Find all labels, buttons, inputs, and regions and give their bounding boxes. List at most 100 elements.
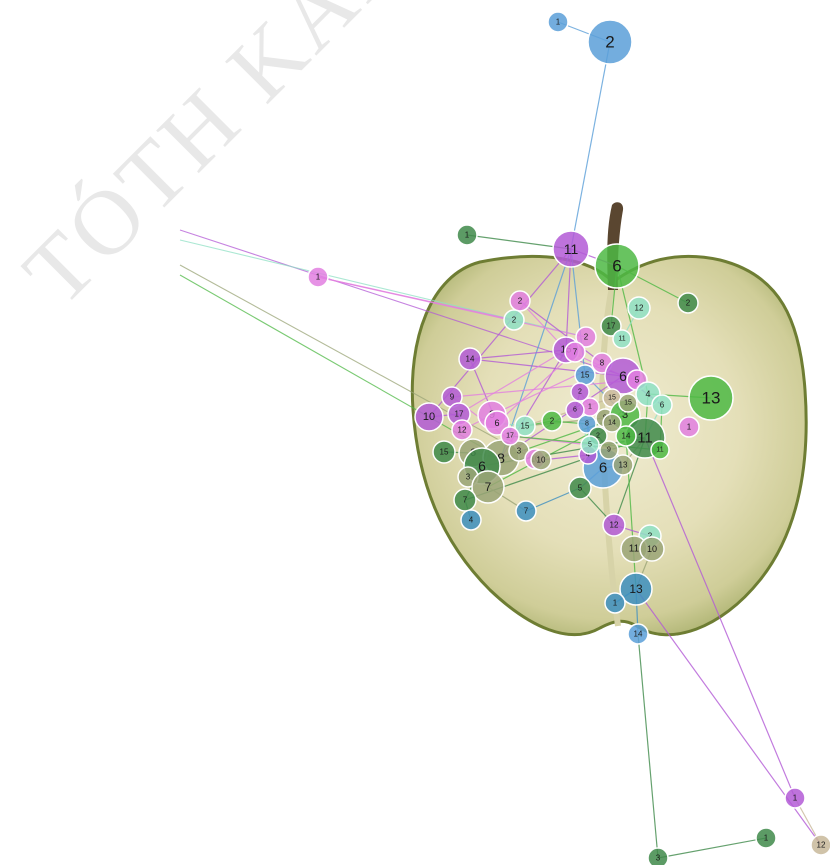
node-label: 15 — [624, 400, 632, 407]
node-label: 12 — [458, 426, 467, 435]
node-label: 3 — [656, 854, 661, 863]
node-label: 12 — [635, 304, 644, 313]
node-label: 6 — [494, 418, 499, 428]
node-label: 11 — [629, 544, 640, 555]
network-node[interactable]: 6 — [595, 244, 639, 288]
node-label: 17 — [607, 322, 616, 331]
node-label: 6 — [619, 368, 627, 384]
node-label: 1 — [613, 599, 618, 608]
node-label: 14 — [466, 355, 475, 364]
node-label: 1 — [687, 423, 692, 432]
node-label: 17 — [455, 410, 464, 419]
network-node[interactable]: 7 — [472, 471, 504, 503]
network-node[interactable]: 14 — [459, 348, 481, 370]
node-label: 15 — [440, 448, 449, 457]
node-label: 1 — [556, 18, 561, 27]
network-edge — [571, 42, 610, 249]
network-node[interactable]: 15 — [575, 365, 595, 385]
network-node[interactable]: 14 — [603, 414, 621, 432]
network-node[interactable]: 12 — [811, 835, 830, 855]
network-node[interactable]: 10 — [640, 537, 664, 561]
node-label: 11 — [618, 336, 625, 343]
network-node[interactable]: 5 — [569, 477, 591, 499]
network-node[interactable]: 2 — [588, 20, 632, 64]
node-label: 1 — [465, 231, 470, 240]
network-node[interactable]: 7 — [565, 342, 585, 362]
node-label: 13 — [629, 582, 643, 596]
network-node[interactable]: 7 — [516, 501, 536, 521]
node-label: 5 — [635, 376, 640, 385]
network-node[interactable]: 10 — [415, 403, 443, 431]
node-label: 6 — [573, 407, 577, 414]
node-label: 3 — [517, 447, 522, 456]
node-label: 8 — [585, 421, 589, 428]
node-label: 9 — [607, 447, 611, 454]
network-node[interactable]: 2 — [678, 293, 698, 313]
network-node[interactable]: 6 — [652, 395, 672, 415]
network-node[interactable]: 2 — [510, 291, 530, 311]
node-label: 6 — [599, 460, 607, 477]
network-node[interactable]: 2 — [504, 310, 524, 330]
network-node[interactable]: 15 — [433, 441, 455, 463]
network-node[interactable]: 2 — [542, 411, 562, 431]
network-node[interactable]: 1 — [679, 417, 699, 437]
network-node[interactable]: 14 — [628, 624, 648, 644]
network-node[interactable]: 1 — [548, 12, 568, 32]
node-label: 1 — [316, 273, 321, 282]
network-node[interactable]: 12 — [452, 420, 472, 440]
network-node[interactable]: 13 — [613, 455, 633, 475]
network-node[interactable]: 6 — [566, 401, 584, 419]
network-node[interactable]: 1 — [308, 267, 328, 287]
network-node[interactable]: 1 — [605, 593, 625, 613]
node-label: 2 — [584, 333, 589, 342]
network-node[interactable]: 3 — [648, 848, 668, 865]
network-node[interactable]: 2 — [571, 383, 589, 401]
network-node[interactable]: 15 — [619, 394, 637, 412]
network-node[interactable]: 5 — [581, 436, 599, 454]
network-node[interactable]: 10 — [531, 450, 551, 470]
node-label: 2 — [578, 389, 582, 396]
node-label: 2 — [518, 297, 523, 306]
network-node[interactable]: 4 — [461, 510, 481, 530]
node-label: 7 — [524, 507, 529, 516]
node-label: 1 — [588, 404, 592, 411]
node-label: 14 — [622, 432, 631, 441]
network-node[interactable]: 13 — [689, 376, 733, 420]
node-label: 3 — [466, 473, 471, 482]
node-label: 2 — [686, 299, 691, 308]
node-label: 5 — [588, 442, 592, 449]
network-node[interactable]: 7 — [454, 489, 476, 511]
node-label: 15 — [581, 371, 590, 380]
node-label: 2 — [550, 417, 555, 426]
node-label: 7 — [573, 348, 578, 357]
network-node[interactable]: 11 — [553, 231, 589, 267]
network-edge — [638, 634, 658, 858]
node-label: 15 — [521, 422, 530, 431]
network-node[interactable]: 11 — [651, 441, 669, 459]
node-label: 4 — [469, 516, 474, 525]
node-label: 1 — [793, 794, 798, 803]
network-edge — [658, 838, 766, 858]
node-label: 6 — [660, 401, 665, 410]
network-node[interactable]: 1 — [756, 828, 776, 848]
node-label: 6 — [612, 257, 621, 276]
node-label: 5 — [578, 484, 583, 493]
network-node[interactable]: 12 — [628, 297, 650, 319]
node-label: 12 — [610, 521, 619, 530]
node-label: 2 — [512, 316, 517, 325]
node-label: 4 — [645, 389, 650, 399]
node-label: 2 — [605, 33, 614, 52]
node-label: 7 — [485, 480, 492, 494]
network-node[interactable]: 1 — [785, 788, 805, 808]
node-label: 12 — [817, 841, 826, 850]
node-label: 1 — [764, 834, 769, 843]
network-node[interactable]: 1 — [457, 225, 477, 245]
network-node[interactable]: 11 — [613, 330, 631, 348]
node-label: 11 — [564, 241, 579, 257]
network-node[interactable]: 12 — [603, 514, 625, 536]
node-label: 10 — [423, 411, 435, 423]
network-node[interactable]: 17 — [501, 427, 519, 445]
node-label: 9 — [450, 393, 455, 402]
node-label: 11 — [637, 430, 653, 447]
